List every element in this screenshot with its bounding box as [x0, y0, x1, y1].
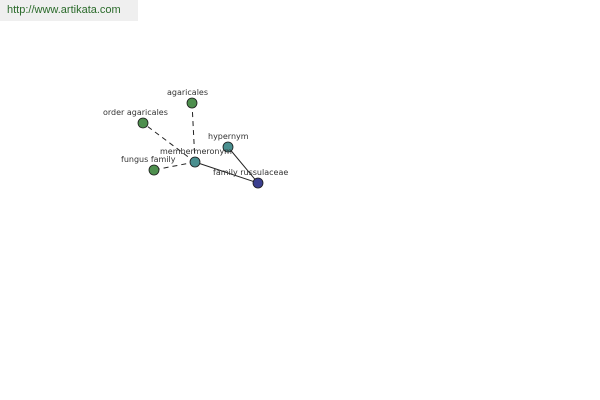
edges-layer — [142, 102, 259, 184]
node-label-agaricales: agaricales — [167, 88, 208, 97]
node-hypernym[interactable] — [222, 141, 234, 153]
node-center[interactable] — [189, 156, 201, 168]
url-bar: http://www.artikata.com — [0, 0, 138, 21]
node-label-center: membermeronym — [160, 147, 232, 156]
node-order-agaricales[interactable] — [137, 117, 149, 129]
edge-center-family-russulaceae — [194, 161, 259, 184]
node-label-fungus-family: fungus family — [121, 155, 176, 164]
node-label-order-agaricales: order agaricales — [103, 108, 168, 117]
node-family-russulaceae[interactable] — [252, 177, 264, 189]
node-label-hypernym: hypernym — [208, 132, 249, 141]
node-fungus-family[interactable] — [148, 164, 160, 176]
edge-center-order-agaricales — [142, 122, 196, 163]
edge-center-agaricales — [191, 102, 196, 163]
edge-center-fungus-family — [153, 161, 196, 171]
labels-layer: membermeronym agaricales order agaricales f… — [103, 88, 288, 177]
edge-hypernym-family-russulaceae — [227, 146, 259, 184]
site-url-link[interactable]: http://www.artikata.com — [7, 4, 121, 16]
nodes-layer — [137, 97, 264, 189]
node-agaricales[interactable] — [186, 97, 198, 109]
node-label-family-russulaceae: family russulaceae — [213, 168, 288, 177]
